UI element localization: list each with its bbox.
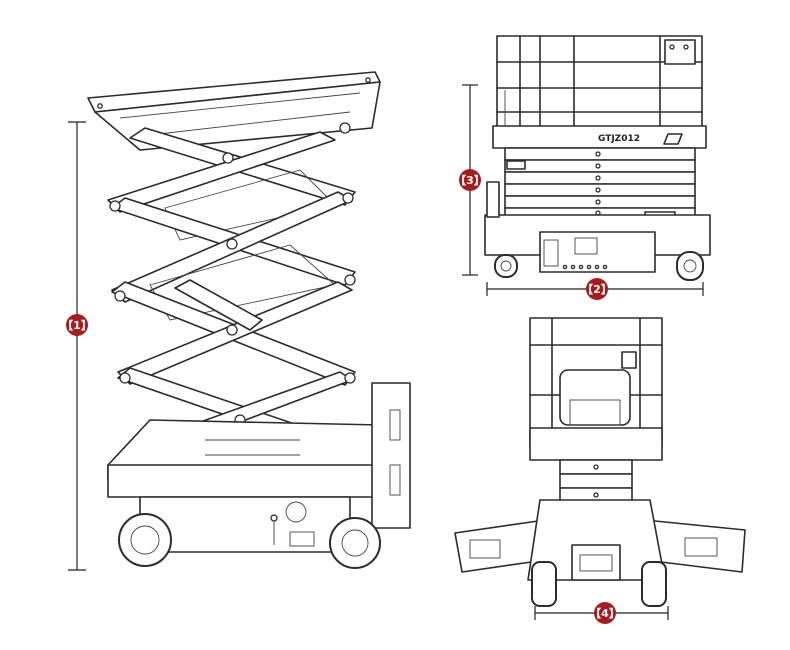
end-view-lift bbox=[454, 317, 746, 607]
badge-circle-2 bbox=[586, 278, 608, 300]
badge-label-4: 【4】 bbox=[590, 607, 620, 620]
badge-circle-1 bbox=[66, 314, 88, 336]
end-view-left-wheel bbox=[531, 561, 557, 607]
dimension-badge-4: 【4】 bbox=[590, 602, 620, 624]
front-view-lift: GTJZ012 bbox=[484, 35, 711, 281]
side-view-lift bbox=[87, 71, 411, 569]
dimension-badge-3: 【3】 bbox=[455, 169, 485, 191]
side-view-platform bbox=[87, 71, 381, 151]
badge-label-3: 【3】 bbox=[455, 174, 485, 187]
end-view-right-wheel bbox=[641, 561, 667, 607]
dimension-badge-2: 【2】 bbox=[582, 278, 612, 300]
dimension-badge-1: 【1】 bbox=[62, 314, 92, 336]
badge-circle-3 bbox=[459, 169, 481, 191]
side-view-scissor-stack bbox=[107, 127, 366, 461]
badge-circle-4 bbox=[594, 602, 616, 624]
badge-label-2: 【2】 bbox=[582, 283, 612, 296]
brand-mark-icon bbox=[663, 133, 683, 145]
front-view-right-wheel bbox=[676, 251, 704, 281]
model-label: GTJZ012 bbox=[598, 134, 640, 144]
front-view-chassis bbox=[484, 181, 711, 273]
badge-label-1: 【1】 bbox=[62, 319, 92, 332]
front-view-guardrail bbox=[496, 35, 703, 133]
end-view-guardrail bbox=[529, 317, 663, 461]
front-view-scissor-bars bbox=[504, 147, 696, 223]
front-view-left-wheel bbox=[494, 254, 518, 278]
side-view-chassis bbox=[107, 382, 411, 553]
side-view-front-wheel bbox=[329, 517, 381, 569]
end-view-chassis bbox=[527, 499, 666, 581]
dimension-line-1 bbox=[68, 121, 86, 571]
side-view-rear-wheel bbox=[118, 513, 172, 567]
